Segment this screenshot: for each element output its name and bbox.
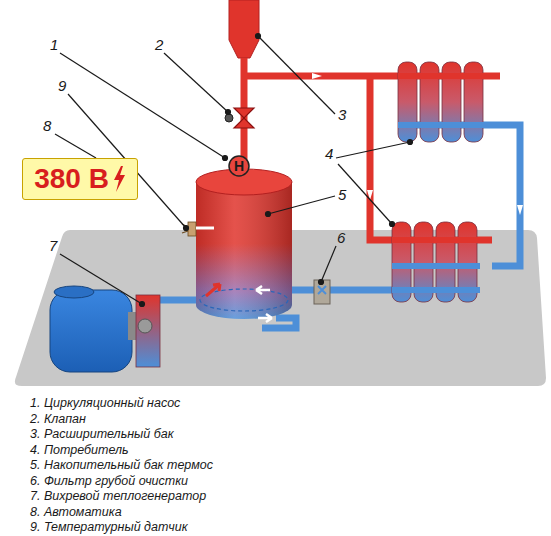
legend-line: 5. Накопительный бак термос [30, 458, 213, 472]
lightning-symbol [112, 166, 126, 192]
callout-number: 7 [49, 238, 57, 253]
temperature-sensor [182, 222, 214, 236]
expansion-tank [229, 0, 259, 58]
radiator-header [392, 76, 486, 290]
voltage-text: 380 В [34, 163, 109, 195]
lightning-bolt [114, 166, 125, 192]
pump-circle: Н [228, 155, 250, 177]
callout-number: 5 [338, 187, 346, 202]
legend-line: 9. Температурный датчик [30, 520, 188, 534]
return-pipe [160, 125, 520, 328]
legend-line: 6. Фильтр грубой очистки [30, 474, 188, 488]
power-sign: 380 В [22, 158, 138, 200]
legend-line: 8. Автоматика [30, 505, 122, 519]
callout-number: 9 [58, 78, 66, 93]
callout-number: 3 [338, 107, 346, 122]
callout-number: 4 [325, 146, 333, 161]
storage-tank [196, 169, 292, 322]
callout-number: 8 [43, 118, 51, 133]
callout-number: 6 [337, 230, 345, 245]
vortex-heat-generator [50, 286, 160, 372]
legend-line: 1. Циркуляционный насос [30, 396, 180, 410]
pump-letter: Н [234, 158, 244, 174]
coarse-filter [314, 280, 330, 304]
legend-line: 2. Клапан [30, 412, 86, 426]
valve [225, 108, 254, 128]
legend-line: 3. Расширительный бак [30, 427, 174, 441]
callout-number: 1 [50, 37, 58, 52]
legend-line: 7. Вихревой теплогенератор [30, 489, 206, 503]
pump-ring [229, 156, 249, 176]
callout-number: 2 [155, 37, 163, 52]
legend-line: 4. Потребитель [30, 443, 129, 457]
